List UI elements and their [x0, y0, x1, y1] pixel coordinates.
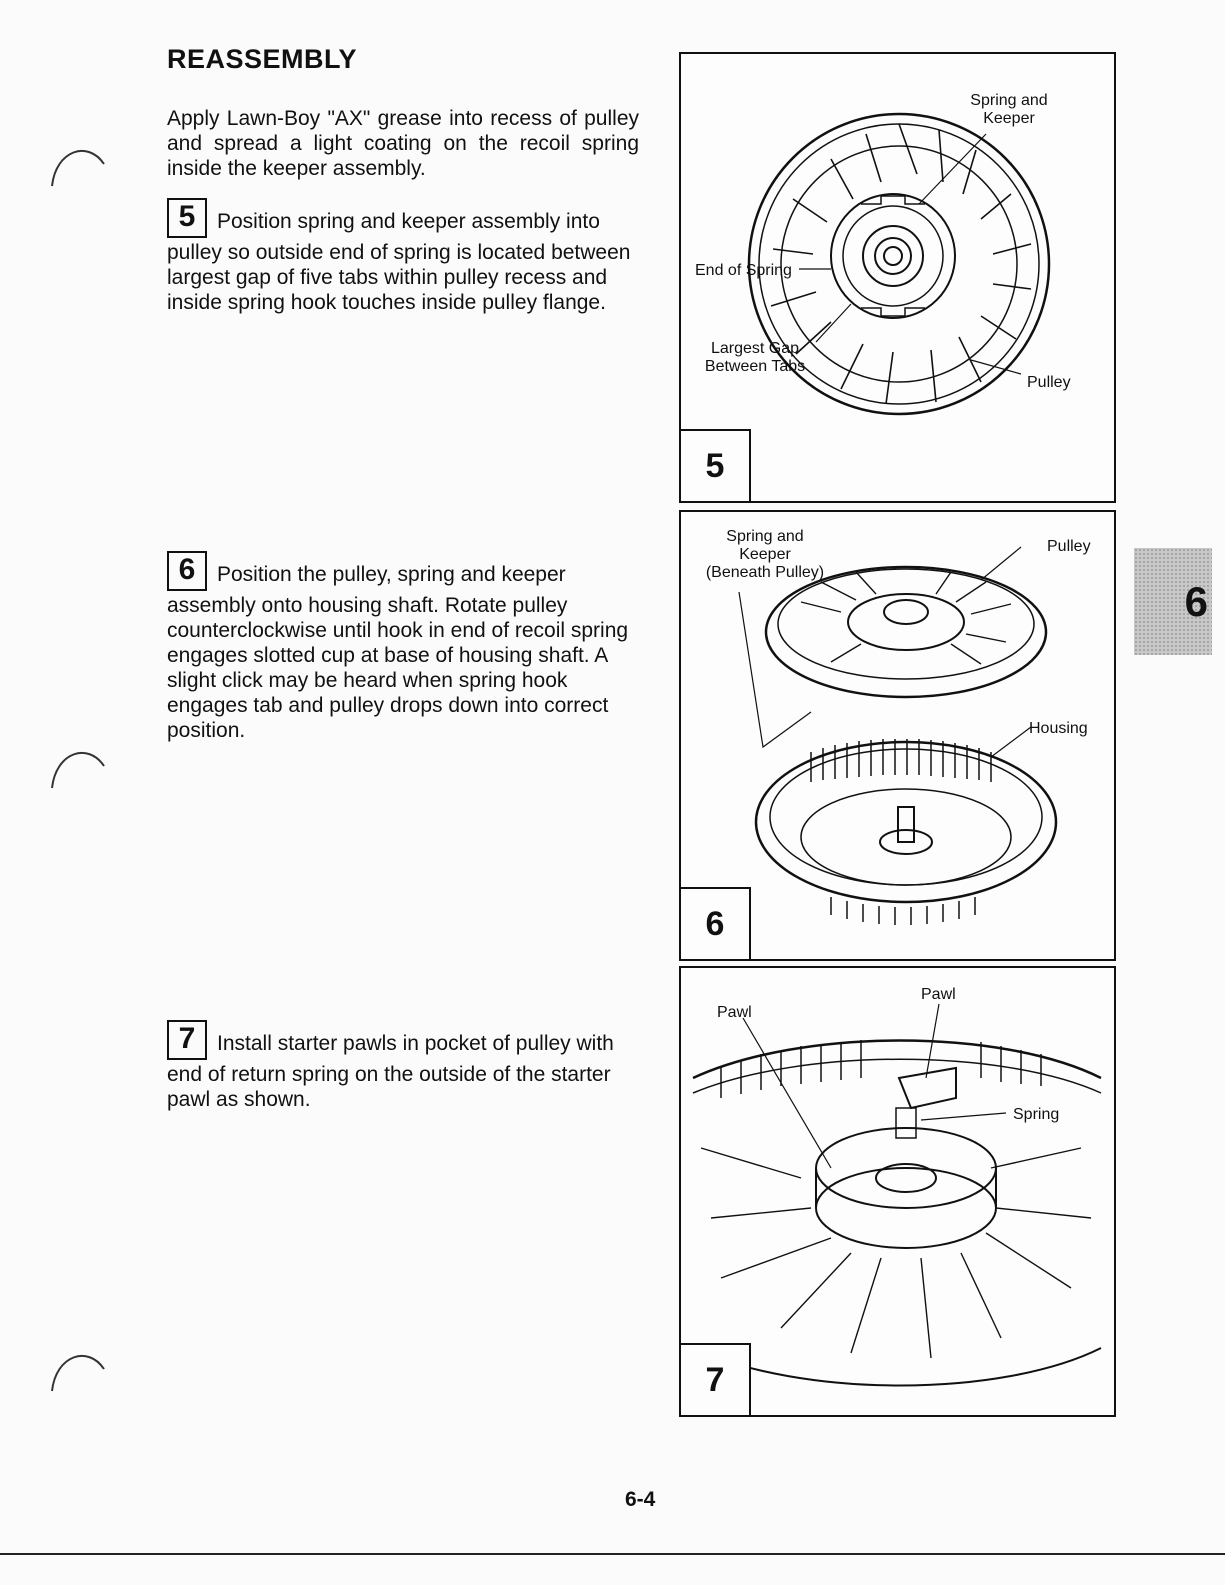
- label-spring-and-keeper: Spring and Keeper: [970, 92, 1048, 127]
- section-tab: 6: [1134, 548, 1212, 655]
- label-spring-keeper-beneath-pulley: Spring and Keeper (Beneath Pulley): [705, 528, 825, 581]
- figure-7-panel: Pawl Pawl Spring 7: [679, 966, 1116, 1417]
- figure-number: 5: [679, 429, 751, 503]
- label-end-of-spring: End of Spring: [695, 262, 792, 279]
- binder-hole-icon: [51, 150, 105, 187]
- step-number-badge: 7: [167, 1020, 207, 1060]
- label-housing: Housing: [1029, 720, 1088, 737]
- step-number-badge: 6: [167, 551, 207, 591]
- intro-paragraph: Apply Lawn-Boy "AX" grease into recess o…: [167, 107, 639, 180]
- figure-5-panel: Spring and Keeper End of Spring Largest …: [679, 52, 1116, 503]
- page-number: 6-4: [625, 1488, 656, 1511]
- step-text: Install starter pawls in pocket of pulle…: [167, 1032, 614, 1111]
- binder-hole-icon: [51, 752, 105, 789]
- label-pawl-right: Pawl: [921, 986, 956, 1003]
- label-pulley: Pulley: [1047, 538, 1091, 555]
- label-largest-gap: Largest Gap Between Tabs: [704, 340, 806, 375]
- figure-number: 6: [679, 887, 751, 961]
- figure-number: 7: [679, 1343, 751, 1417]
- label-spring: Spring: [1013, 1106, 1060, 1123]
- pulley-spring-illustration: [747, 112, 1051, 416]
- binder-hole-icon: [51, 1355, 105, 1392]
- pulley-housing-illustration: [738, 546, 1058, 925]
- step-text: Position spring and keeper assembly into…: [167, 210, 631, 314]
- step-number-badge: 5: [167, 198, 207, 238]
- bottom-rule: [0, 1553, 1225, 1555]
- figure-6-panel: Spring and Keeper (Beneath Pulley) Pulle…: [679, 510, 1116, 961]
- label-pawl-left: Pawl: [717, 1004, 752, 1021]
- step-text: Position the pulley, spring and keeper a…: [167, 563, 629, 742]
- page-heading: REASSEMBLY: [167, 44, 358, 74]
- label-pulley: Pulley: [1027, 374, 1071, 391]
